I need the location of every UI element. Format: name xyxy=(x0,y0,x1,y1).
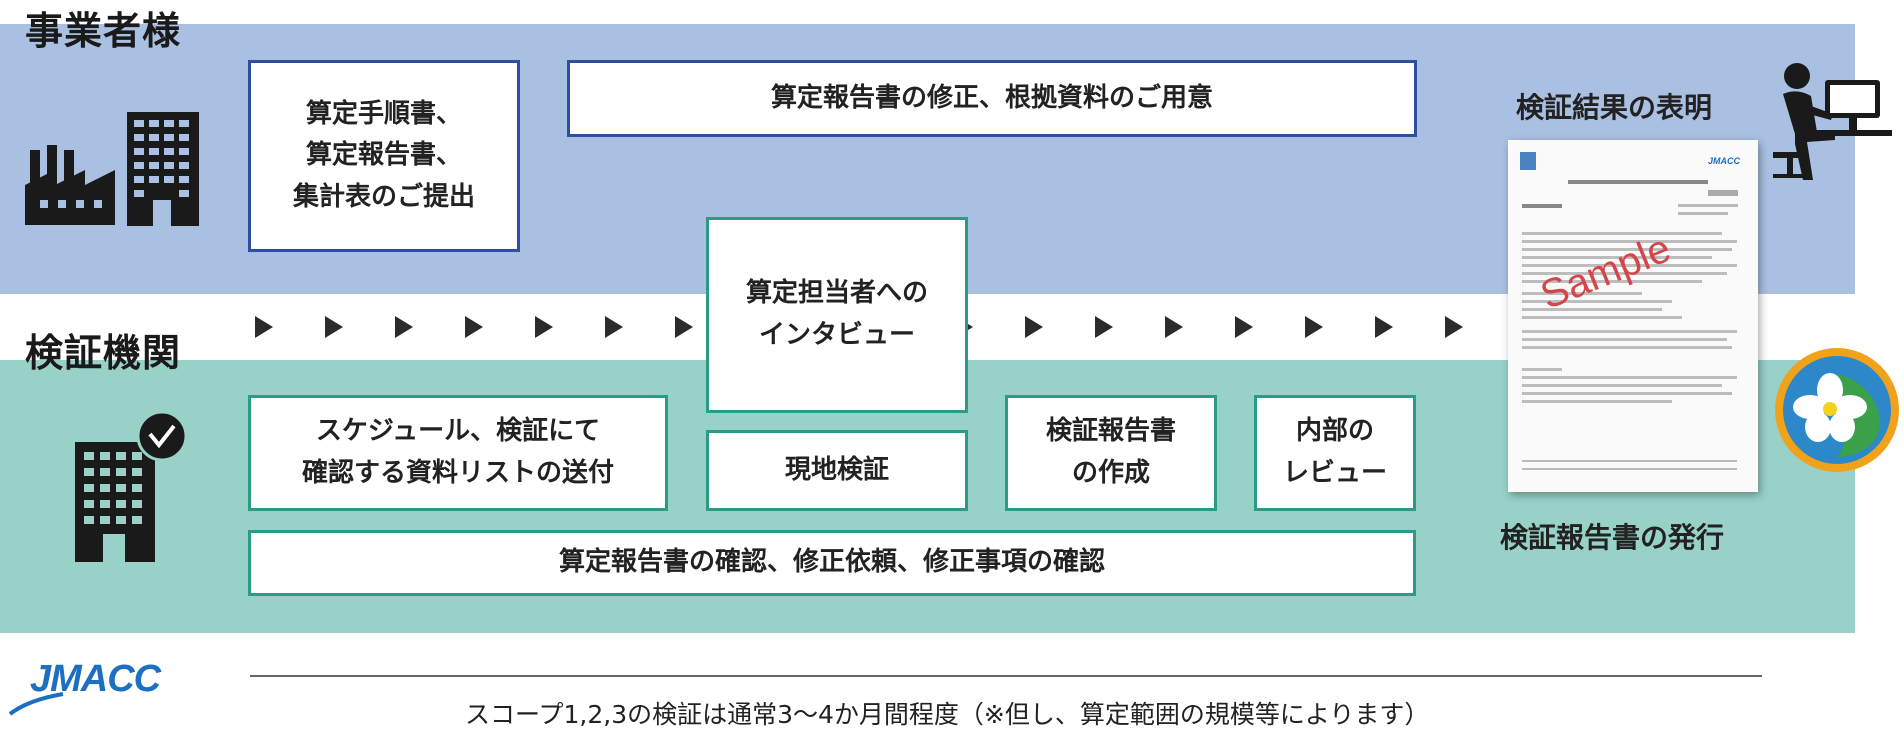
arrow-icon xyxy=(325,316,343,338)
arrow-icon xyxy=(1165,316,1183,338)
arrow-icon xyxy=(395,316,413,338)
arrow-icon xyxy=(1375,316,1393,338)
factory-icon xyxy=(25,145,115,225)
accreditation-badge-icon xyxy=(1775,348,1899,472)
footer-divider xyxy=(250,675,1762,677)
building-check-icon xyxy=(75,412,188,562)
arrow-icon xyxy=(1025,316,1043,338)
interview-box: 算定担当者への インタビュー xyxy=(706,217,968,413)
logo-swoosh-icon xyxy=(8,692,64,716)
statement-caption: 検証結果の表明 xyxy=(1516,91,1713,124)
arrow-icon xyxy=(535,316,553,338)
arrow-icon xyxy=(1445,316,1463,338)
create-report-box: 検証報告書 の作成 xyxy=(1005,395,1217,511)
onsite-verification-box: 現地検証 xyxy=(706,430,968,511)
timeline-arrows xyxy=(255,316,1485,340)
jmacc-logo: JMACC xyxy=(30,658,161,700)
revise-report-box: 算定報告書の修正、根拠資料のご用意 xyxy=(567,60,1417,137)
building-icon xyxy=(127,112,199,226)
submit-documents-box: 算定手順書、 算定報告書、 集計表のご提出 xyxy=(248,60,520,252)
internal-review-box: 内部の レビュー xyxy=(1254,395,1416,511)
confirm-revisions-box: 算定報告書の確認、修正依頼、修正事項の確認 xyxy=(248,530,1416,596)
arrow-icon xyxy=(1305,316,1323,338)
report-logo-text: JMACC xyxy=(1708,156,1741,166)
verifier-section-label: 検証機関 xyxy=(25,331,182,375)
arrow-icon xyxy=(465,316,483,338)
arrow-icon xyxy=(605,316,623,338)
desk-worker-icon xyxy=(1773,63,1892,180)
footer-note: スコープ1,2,3の検証は通常3～4か月間程度（※但し、算定範囲の規模等によりま… xyxy=(465,700,1430,729)
client-section-label: 事業者様 xyxy=(25,9,182,53)
schedule-box: スケジュール、検証にて 確認する資料リストの送付 xyxy=(248,395,668,511)
sample-report-document: JMACC Sample xyxy=(1508,140,1758,492)
arrow-icon xyxy=(1235,316,1253,338)
report-document-image: JMACC xyxy=(1520,152,1741,470)
issue-report-caption: 検証報告書の発行 xyxy=(1500,521,1725,554)
arrow-icon xyxy=(255,316,273,338)
arrow-icon xyxy=(675,316,693,338)
arrow-icon xyxy=(1095,316,1113,338)
